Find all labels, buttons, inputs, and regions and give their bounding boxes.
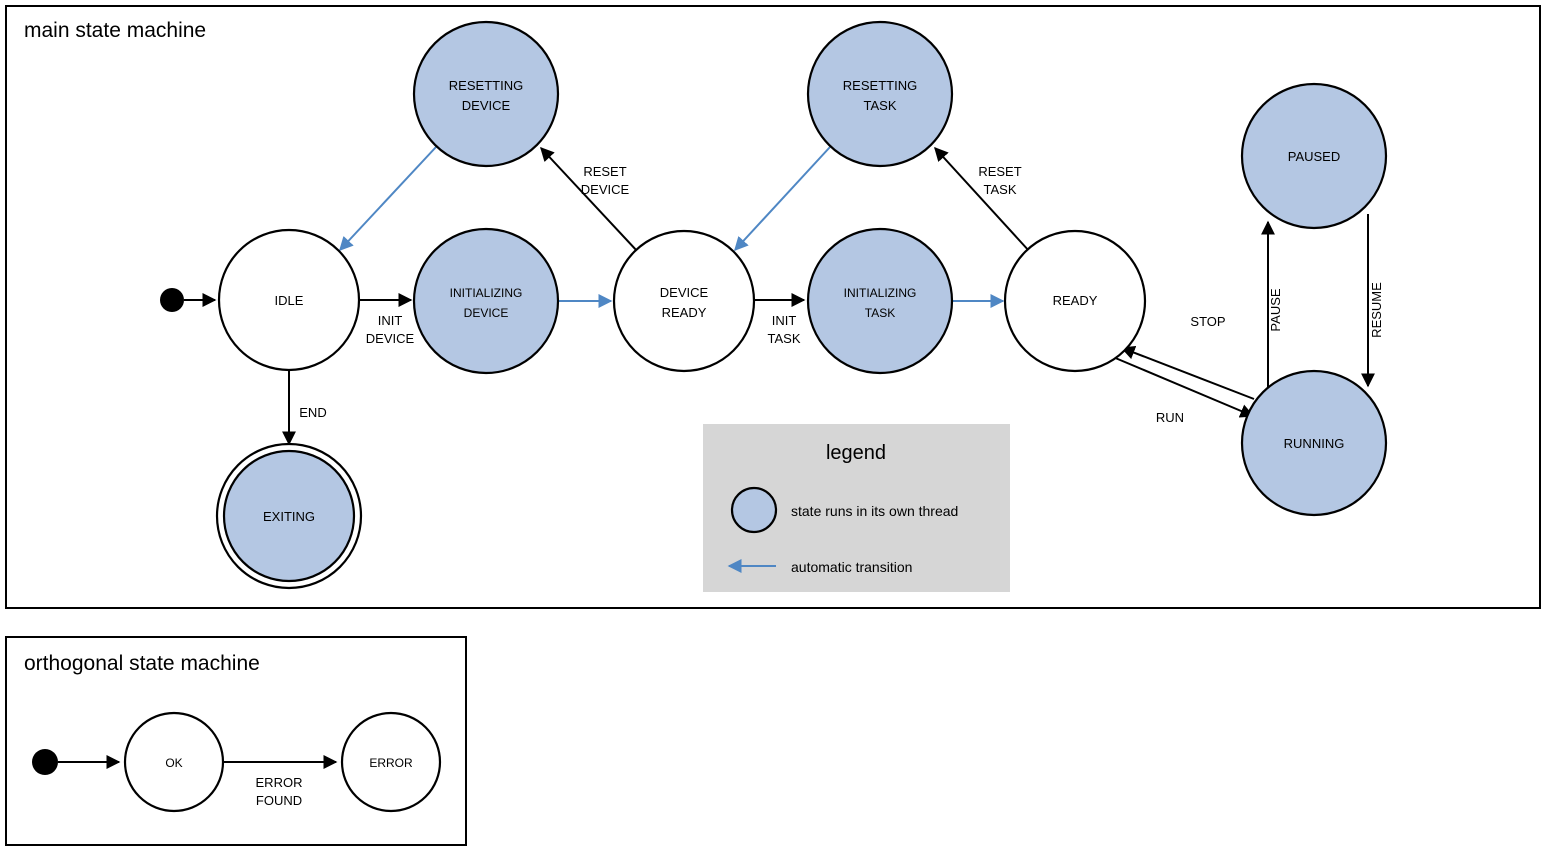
state-shape[interactable] (217, 228, 361, 372)
initial-state-dot (160, 288, 184, 312)
transition-ok-to-error: ERROR FOUND (223, 755, 338, 808)
transition-resetting-task-to-device-ready (734, 146, 831, 252)
transition-running-to-paused: PAUSE (1261, 220, 1283, 395)
transition-idle-to-exiting: END (282, 370, 327, 446)
transition-running-to-ready: STOP (1120, 314, 1255, 400)
state-shape[interactable] (123, 711, 225, 813)
edge-label-line2: TASK (768, 331, 801, 346)
edge-label-line2: DEVICE (366, 331, 415, 346)
edge-label-end: END (299, 405, 326, 420)
state-label-line1: RESETTING (449, 78, 523, 93)
state-shape[interactable] (412, 20, 560, 168)
state-label-line2: DEVICE (462, 98, 511, 113)
transition-device-ready-to-resetting-device: RESET DEVICE (540, 146, 639, 253)
state-node-initializing-device[interactable]: INITIALIZING DEVICE (412, 227, 560, 375)
state-label: PAUSED (1288, 149, 1341, 164)
state-label: EXITING (263, 509, 315, 524)
state-shape[interactable] (806, 20, 954, 168)
legend-thread-state-swatch (730, 486, 778, 534)
state-node-resetting-device[interactable]: RESETTING DEVICE (412, 20, 560, 168)
transition-idle-to-initializing-device: INIT DEVICE (359, 293, 415, 346)
state-shape[interactable] (806, 227, 954, 375)
state-label-line2: READY (662, 305, 707, 320)
state-label: ERROR (369, 756, 413, 770)
state-node-resetting-task[interactable]: RESETTING TASK (806, 20, 954, 168)
transition-device-ready-to-initializing-task: INIT TASK (755, 293, 806, 346)
edge-line (540, 146, 639, 253)
edge-label-line1: ERROR (256, 775, 303, 790)
edge-label-run: RUN (1156, 410, 1184, 425)
state-node-initializing-task[interactable]: INITIALIZING TASK (806, 227, 954, 375)
state-node-exiting[interactable]: EXITING (215, 442, 363, 590)
state-label: READY (1053, 293, 1098, 308)
transition-ready-to-resetting-task: RESET TASK (934, 146, 1031, 253)
state-label-line1: DEVICE (660, 285, 709, 300)
edge-label-line1: INIT (772, 313, 797, 328)
legend-auto-transition-label: automatic transition (791, 559, 912, 575)
state-node-running[interactable]: RUNNING (1240, 369, 1388, 517)
state-shape[interactable] (1240, 82, 1388, 230)
edge-label-line1: RESET (978, 164, 1021, 179)
main-frame (5, 5, 1541, 609)
edge-line (934, 146, 1031, 253)
state-node-error[interactable]: ERROR (340, 711, 442, 813)
state-label-line1: RESETTING (843, 78, 917, 93)
state-shape[interactable] (1003, 229, 1147, 373)
main-frame-title: main state machine (24, 19, 206, 42)
state-label-line2: DEVICE (464, 306, 509, 320)
state-label-line2: TASK (864, 98, 897, 113)
state-shape[interactable] (412, 227, 560, 375)
edge-label-line1: INIT (378, 313, 403, 328)
state-label: OK (165, 756, 182, 770)
state-label-line1: INITIALIZING (844, 286, 917, 300)
edge-line-auto (734, 146, 831, 252)
state-node-idle[interactable]: IDLE (217, 228, 361, 372)
edge-label-line2: DEVICE (581, 182, 630, 197)
state-shape[interactable] (340, 711, 442, 813)
legend: legend state runs in its own thread auto… (703, 424, 1010, 592)
legend-title: legend (826, 442, 886, 464)
state-shape[interactable] (222, 449, 356, 583)
state-label-line2: TASK (865, 306, 895, 320)
state-label: IDLE (275, 293, 304, 308)
orthogonal-frame (5, 636, 467, 846)
state-label-line1: INITIALIZING (450, 286, 523, 300)
state-node-paused[interactable]: PAUSED (1240, 82, 1388, 230)
edge-line-auto (339, 146, 437, 252)
initial-state-dot (32, 749, 58, 775)
transition-start-to-idle (160, 288, 217, 312)
edge-line (1112, 356, 1255, 418)
edge-label-pause: PAUSE (1268, 288, 1283, 331)
orthogonal-frame-title: orthogonal state machine (24, 652, 260, 675)
edge-label-line2: FOUND (256, 793, 302, 808)
transition-start-to-ok (32, 749, 121, 775)
edge-label-resume: RESUME (1369, 282, 1384, 338)
edge-line (1120, 346, 1255, 400)
state-node-device-ready[interactable]: DEVICE READY (612, 229, 756, 373)
state-shape[interactable] (612, 229, 756, 373)
edge-label-line1: RESET (583, 164, 626, 179)
state-node-ready[interactable]: READY (1003, 229, 1147, 373)
state-shape[interactable] (1240, 369, 1388, 517)
transition-ready-to-running: RUN (1112, 356, 1255, 425)
state-node-ok[interactable]: OK (123, 711, 225, 813)
edge-label-stop: STOP (1190, 314, 1225, 329)
edge-label-line2: TASK (984, 182, 1017, 197)
legend-thread-state-label: state runs in its own thread (791, 503, 958, 519)
transition-resetting-device-to-idle (339, 146, 437, 252)
state-label: RUNNING (1284, 436, 1345, 451)
transition-paused-to-running: RESUME (1361, 214, 1384, 388)
